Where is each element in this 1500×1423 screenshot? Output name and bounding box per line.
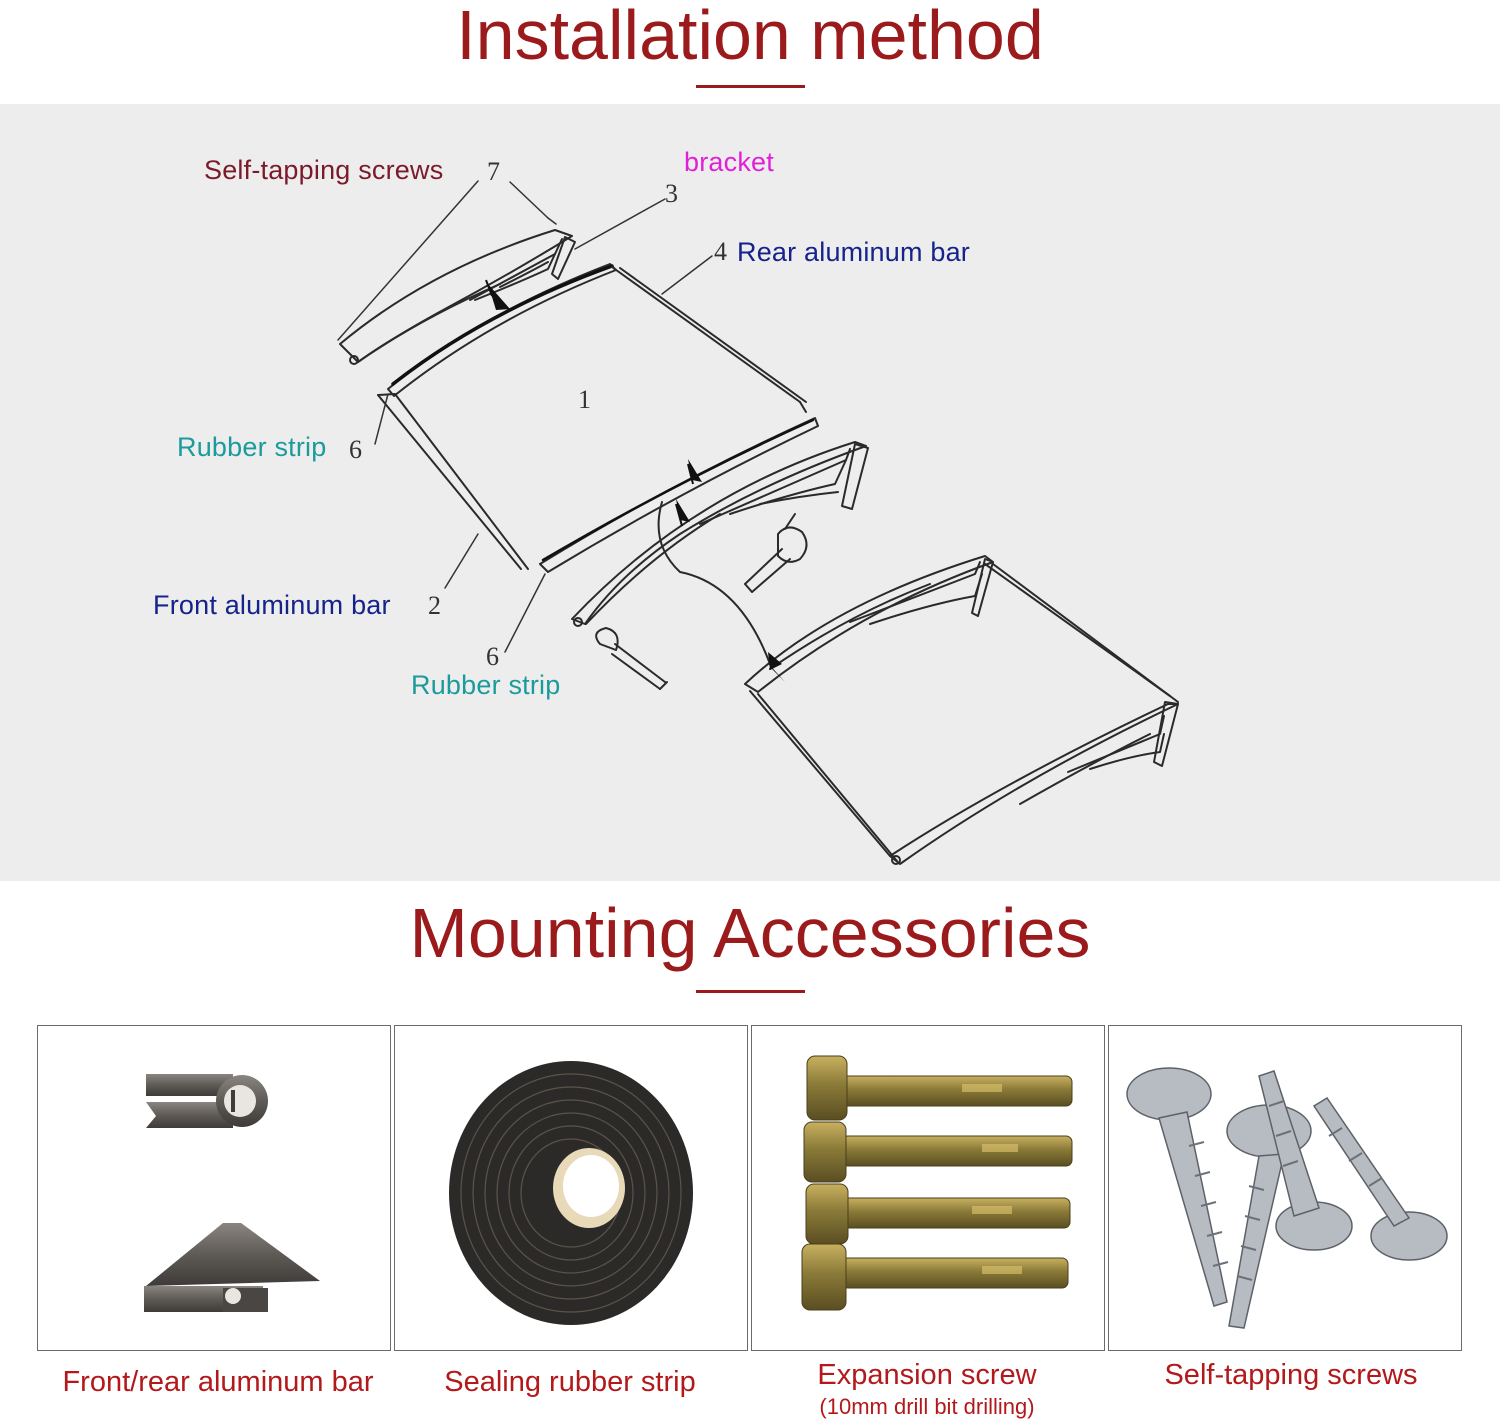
accessory-aluminum-bar-photo: [37, 1025, 391, 1351]
caption-aluminum-bar: Front/rear aluminum bar: [62, 1366, 374, 1398]
expansion-screw-icon: [801, 1055, 1073, 1311]
accessory-expansion-screw-photo: [751, 1025, 1105, 1351]
label-rubber-strip-lower: Rubber strip: [411, 670, 561, 700]
drill-tool: [744, 513, 808, 593]
leader-lines: [337, 180, 713, 653]
self-tapping-screws-icon: [1126, 1067, 1448, 1329]
assembly-arrows: [485, 279, 785, 682]
label-bracket: bracket: [684, 147, 774, 177]
polycarbonate-panel: [377, 266, 807, 570]
canopy-exploded-diagram: [337, 180, 1179, 865]
caption-self-tapping-screws: Self-tapping screws: [1164, 1359, 1418, 1391]
aluminum-bar-icon: [144, 1074, 320, 1312]
accessory-rubber-strip-photo: [394, 1025, 748, 1351]
number-1: 1: [578, 385, 591, 414]
number-4: 4: [714, 237, 727, 266]
title-underline-2: [696, 990, 805, 993]
guide-line: [657, 501, 771, 665]
label-rubber-strip-upper: Rubber strip: [177, 432, 327, 462]
caption-rubber-strip: Sealing rubber strip: [444, 1366, 696, 1398]
label-front-aluminum-bar: Front aluminum bar: [153, 590, 391, 620]
lower-rubber-strip: [539, 417, 819, 573]
label-self-tapping-screws: Self-tapping screws: [204, 155, 444, 185]
assembled-canopy: [744, 555, 1179, 865]
number-6-upper: 6: [349, 435, 362, 464]
title-underline: [696, 85, 805, 88]
caption-expansion-screw: Expansion screw: [817, 1359, 1037, 1391]
bracket-middle: [571, 441, 869, 627]
caption-expansion-screw-note: (10mm drill bit drilling): [819, 1394, 1035, 1419]
accessory-self-tapping-screws-photo: [1108, 1025, 1462, 1351]
number-3: 3: [665, 179, 678, 208]
number-2: 2: [428, 591, 441, 620]
label-rear-aluminum-bar: Rear aluminum bar: [737, 237, 970, 267]
bracket-top-left: [339, 229, 576, 365]
mounting-accessories-title: Mounting Accessories: [409, 894, 1091, 972]
number-6-lower: 6: [486, 642, 499, 671]
expansion-screw-tool: [595, 627, 668, 690]
installation-method-title: Installation method: [456, 0, 1044, 74]
installation-diagram-panel: Self-tapping screws 7 bracket 3 4 Rear a…: [0, 104, 1500, 881]
rubber-roll-icon: [449, 1061, 693, 1325]
number-7: 7: [487, 157, 500, 186]
